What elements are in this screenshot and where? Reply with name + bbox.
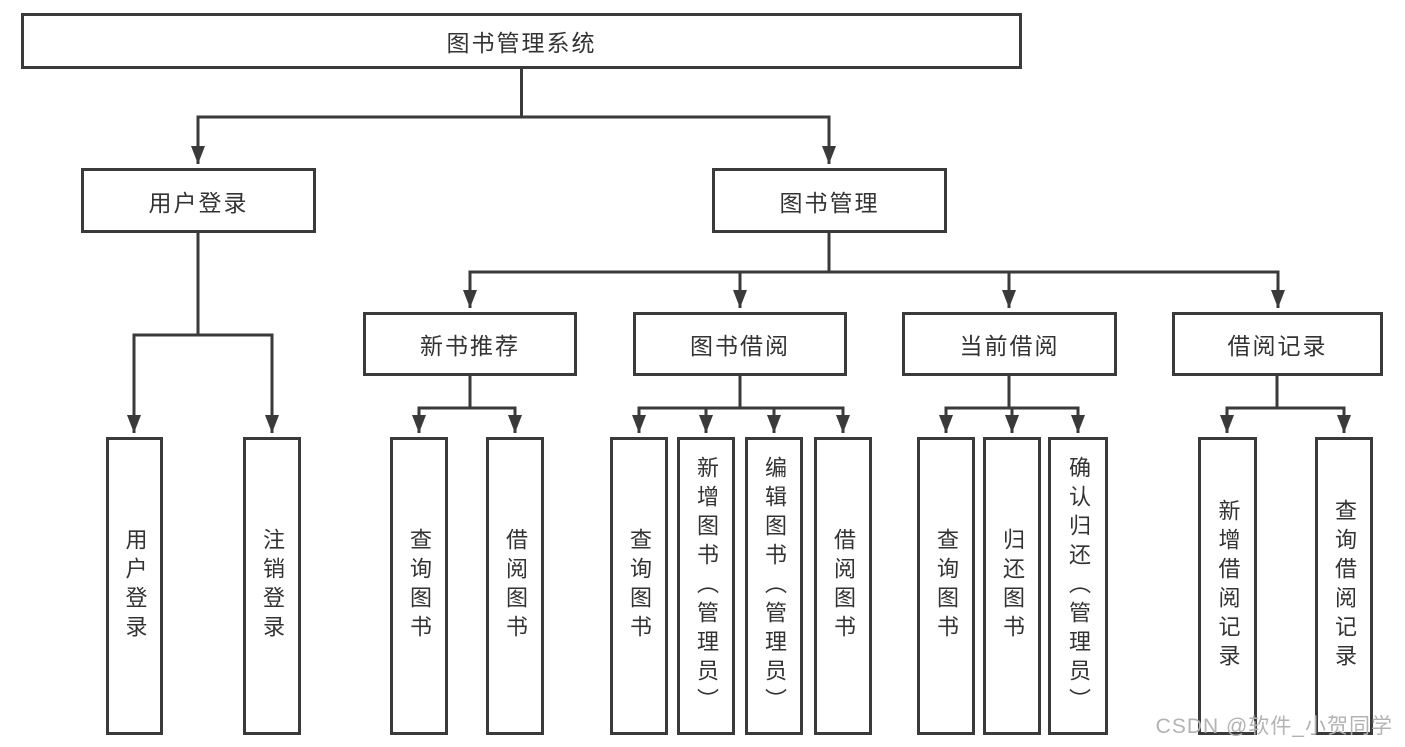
leaf-query-books-2: 查询图书 xyxy=(610,437,668,735)
leaf-confirm-return-admin: 确认归还（管理员） xyxy=(1048,437,1108,735)
node-book-borrow: 图书借阅 xyxy=(633,312,847,376)
leaf-edit-books-admin: 编辑图书（管理员） xyxy=(745,437,803,735)
leaf-add-books-admin: 新增图书（管理员） xyxy=(677,437,735,735)
node-book-management: 图书管理 xyxy=(712,168,947,233)
node-current-borrow: 当前借阅 xyxy=(902,312,1117,376)
watermark: CSDN @软件_小贺同学 xyxy=(1155,715,1393,738)
leaf-borrow-books-1: 借阅图书 xyxy=(486,437,544,735)
leaf-return-books: 归还图书 xyxy=(983,437,1041,735)
leaf-query-books-1: 查询图书 xyxy=(390,437,448,735)
node-new-book-recommend: 新书推荐 xyxy=(363,312,577,376)
leaf-query-borrow-record: 查询借阅记录 xyxy=(1315,437,1373,735)
node-root: 图书管理系统 xyxy=(21,13,1022,69)
node-user-login: 用户登录 xyxy=(81,168,316,233)
leaf-borrow-books-2: 借阅图书 xyxy=(814,437,872,735)
leaf-add-borrow-record: 新增借阅记录 xyxy=(1198,437,1257,735)
node-borrow-records: 借阅记录 xyxy=(1172,312,1383,376)
leaf-user-login: 用户登录 xyxy=(106,437,163,735)
leaf-logout: 注销登录 xyxy=(243,437,301,735)
leaf-query-books-3: 查询图书 xyxy=(917,437,975,735)
